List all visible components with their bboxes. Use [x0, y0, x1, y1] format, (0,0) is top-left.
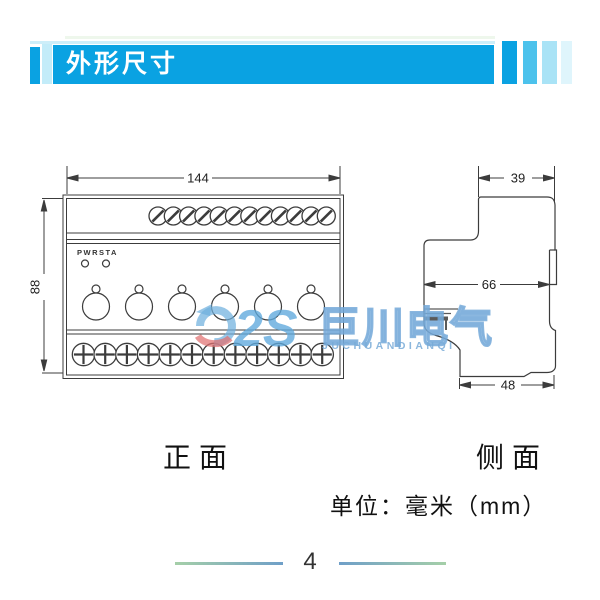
pwr-label: PWR: [77, 248, 99, 257]
header-accent-bar-right-2: [522, 41, 537, 84]
front-view-drawing: PWR STA 144 88: [28, 166, 344, 379]
section-header-banner: 外形尺寸: [53, 45, 494, 84]
indicator-leds: PWR STA: [77, 248, 118, 268]
section-title: 外形尺寸: [66, 50, 179, 78]
front-width-dimension: [66, 166, 341, 194]
side-top-width-dimension: [478, 166, 555, 205]
side-view-drawing: 39 66 48: [423, 166, 558, 393]
unit-note: 单位：毫米（mm）: [330, 493, 548, 519]
page-number: 4: [303, 548, 317, 575]
front-width-dimension-label: 144: [187, 171, 209, 186]
side-bottom-width-dimension: [459, 375, 555, 389]
footer-divider-right: [339, 562, 446, 565]
header-accent-bar-right-4: [560, 41, 572, 84]
side-view-caption: 侧面: [476, 442, 549, 473]
front-height-dimension-label: 88: [28, 280, 43, 294]
front-height-dimension: [40, 198, 63, 374]
sta-label: STA: [99, 248, 118, 257]
side-mid-width-dimension-label: 66: [482, 277, 496, 292]
din-rail-clip: [424, 308, 458, 330]
header-top-strip-cyan: [30, 40, 495, 44]
header-accent-bar-right-3: [542, 41, 557, 84]
header-accent-bar-left-2: [41, 44, 52, 84]
side-top-width-dimension-label: 39: [511, 171, 525, 186]
side-bottom-width-dimension-label: 48: [501, 378, 515, 393]
header-top-strip-green: [65, 36, 495, 39]
header-accent-bar-left-1: [30, 46, 40, 84]
side-mid-width-dimension: [423, 281, 550, 288]
header-accent-bar-right-1: [502, 41, 517, 84]
side-profile: [423, 196, 558, 378]
front-view-caption: 正面: [163, 442, 236, 473]
footer-divider-left: [175, 562, 283, 565]
